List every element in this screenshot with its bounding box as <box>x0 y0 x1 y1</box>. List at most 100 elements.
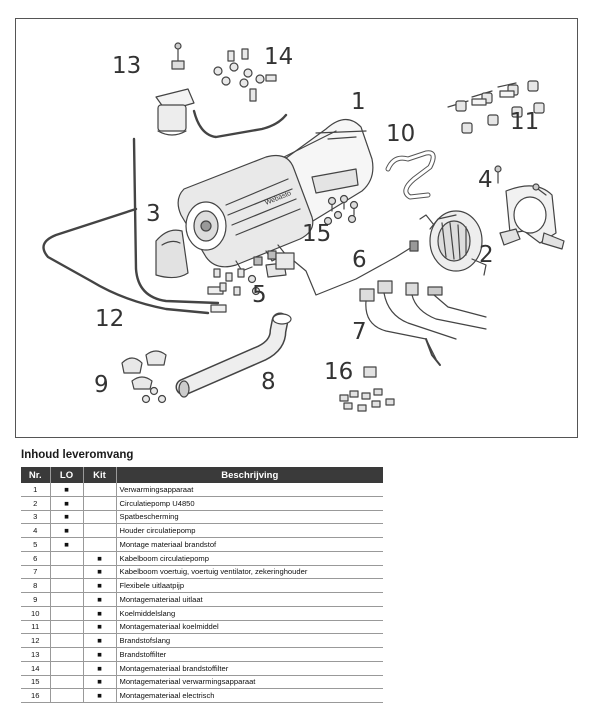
cell-lo <box>50 647 84 662</box>
cell-description: Brandstofslang <box>116 633 383 648</box>
cell-lo <box>50 620 84 635</box>
cell-kit <box>83 510 117 525</box>
heater-drawing <box>177 118 374 272</box>
callout-8: 8 <box>261 369 276 395</box>
exhaust-pipe-drawing <box>175 312 292 398</box>
splash-guard-drawing <box>155 229 189 279</box>
cell-description: Montagemateriaal brandstoffilter <box>116 661 383 676</box>
fuel-filter-hardware-drawing <box>213 48 277 102</box>
cell-kit <box>83 496 117 511</box>
exhaust-hardware-drawing <box>121 350 167 404</box>
cell-lo <box>50 592 84 607</box>
cell-nr: 14 <box>21 661 51 676</box>
table-row: 4■Houder circulatiepomp <box>21 523 383 538</box>
parts-table: Nr. LO Kit Beschrijving 1■Verwarmingsapp… <box>21 467 383 703</box>
cell-description: Montagemateriaal uitlaat <box>116 592 383 607</box>
cell-kit: ■ <box>83 578 117 593</box>
callout-9: 9 <box>94 372 109 398</box>
cell-kit: ■ <box>83 606 117 621</box>
callout-2: 2 <box>479 242 494 268</box>
cell-nr: 10 <box>21 606 51 621</box>
callout-3: 3 <box>146 201 161 227</box>
table-row: 14 ■Montagemateriaal brandstoffilter <box>21 661 383 676</box>
cell-description: Koelmiddelslang <box>116 606 383 621</box>
callout-16: 16 <box>324 359 354 385</box>
table-row: 10 ■Koelmiddelslang <box>21 606 383 621</box>
table-header-row: Nr. LO Kit Beschrijving <box>21 467 383 483</box>
cell-nr: 12 <box>21 633 51 648</box>
table-row: 12 ■Brandstofslang <box>21 633 383 648</box>
table-row: 11 ■Montagemateriaal koelmiddel <box>21 620 383 635</box>
table-row: 6■Kabelboom circulatiepomp <box>21 551 383 566</box>
cell-description: Montage materiaal brandstof <box>116 537 383 552</box>
electrical-hardware-drawing <box>339 366 395 412</box>
table-row: 15■Montagemateriaal verwarmingsapparaat <box>21 675 383 690</box>
callout-4: 4 <box>478 167 493 193</box>
callout-7: 7 <box>352 319 367 345</box>
cell-kit <box>83 483 117 497</box>
header-nr: Nr. <box>21 467 51 483</box>
cell-nr: 15 <box>21 675 51 690</box>
cell-nr: 16 <box>21 688 51 703</box>
cell-lo <box>50 688 84 703</box>
cell-nr: 4 <box>21 523 51 538</box>
cell-lo <box>50 551 84 566</box>
parts-illustration: Webasto <box>42 42 565 412</box>
fuel-hose-drawing <box>132 137 220 305</box>
cell-description: Kabelboom voertuig, voertuig ventilator,… <box>116 565 383 580</box>
cell-description: Circulatiepomp U4850 <box>116 496 383 511</box>
fuel-filter-drawing <box>155 42 195 136</box>
cell-lo: ■ <box>50 510 84 525</box>
table-row: 1■ Verwarmingsapparaat <box>21 483 383 497</box>
table-body: 1■Verwarmingsapparaat 2■Circulatiepomp U… <box>21 483 383 703</box>
cell-nr: 2 <box>21 496 51 511</box>
header-lo: LO <box>50 467 84 483</box>
cell-kit: ■ <box>83 661 117 676</box>
section-title: Inhoud leveromvang <box>21 449 134 461</box>
cell-lo <box>50 633 84 648</box>
cell-kit: ■ <box>83 647 117 662</box>
callout-11: 11 <box>510 109 540 135</box>
cell-kit: ■ <box>83 633 117 648</box>
table-row: 16■Montagemateriaal electrisch <box>21 688 383 703</box>
cell-kit <box>83 537 117 552</box>
callout-10: 10 <box>386 121 416 147</box>
coolant-hardware-drawing <box>447 80 545 134</box>
cell-lo <box>50 565 84 580</box>
callout-14: 14 <box>264 44 294 70</box>
cell-kit: ■ <box>83 551 117 566</box>
cell-description: Verwarmingsapparaat <box>116 483 383 497</box>
callout-13: 13 <box>112 53 142 79</box>
cell-lo <box>50 661 84 676</box>
cell-nr: 5 <box>21 537 51 552</box>
cell-lo: ■ <box>50 537 84 552</box>
table-row: 5■ Montage materiaal brandstof <box>21 537 383 552</box>
table-row: 7 ■Kabelboom voertuig, voertuig ventilato… <box>21 565 383 580</box>
exploded-parts-diagram: Webasto <box>15 18 578 438</box>
cell-kit: ■ <box>83 565 117 580</box>
cell-description: Brandstoffilter <box>116 647 383 662</box>
cell-lo <box>50 675 84 690</box>
cell-description: Montagemateriaal koelmiddel <box>116 620 383 635</box>
cell-nr: 7 <box>21 565 51 580</box>
cell-lo: ■ <box>50 483 84 497</box>
table-row: 9 ■Montagemateriaal uitlaat <box>21 592 383 607</box>
header-kit: Kit <box>83 467 117 483</box>
callout-1: 1 <box>351 89 366 115</box>
cell-nr: 3 <box>21 510 51 525</box>
cell-nr: 8 <box>21 578 51 593</box>
callout-15: 15 <box>302 221 332 247</box>
table-row: 13■Brandstoffilter <box>21 647 383 662</box>
cell-kit: ■ <box>83 592 117 607</box>
cell-nr: 6 <box>21 551 51 566</box>
callout-6: 6 <box>352 247 367 273</box>
pump-bracket-drawing <box>494 165 565 250</box>
cell-nr: 11 <box>21 620 51 635</box>
cell-description: Spatbescherming <box>116 510 383 525</box>
cell-lo <box>50 578 84 593</box>
header-description: Beschrijving <box>116 467 383 483</box>
cell-nr: 9 <box>21 592 51 607</box>
cell-nr: 1 <box>21 483 51 497</box>
cell-kit: ■ <box>83 620 117 635</box>
cell-lo: ■ <box>50 496 84 511</box>
